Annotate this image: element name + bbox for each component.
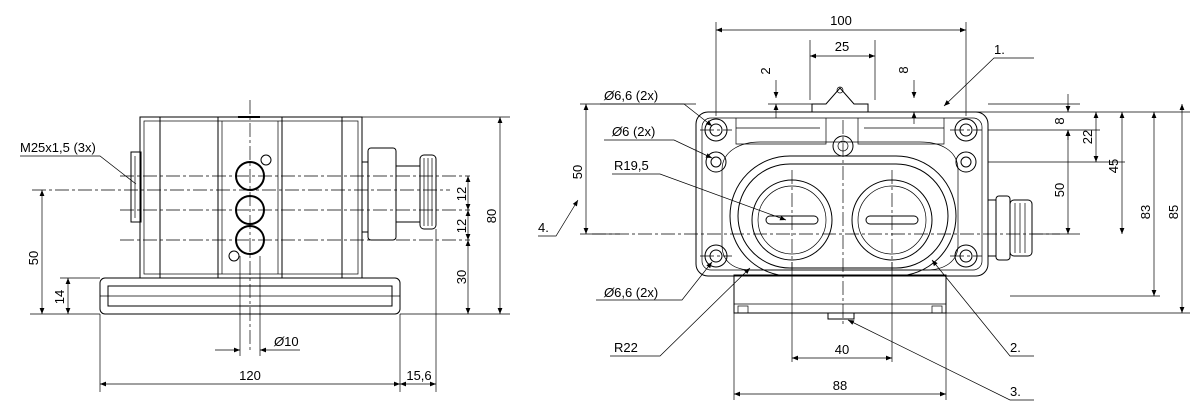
dim-80: 80 [484, 209, 499, 223]
dim-85: 85 [1166, 205, 1181, 219]
dim-14: 14 [52, 290, 67, 304]
callout-4: 4. [538, 220, 549, 235]
dim-12-lower: 12 [454, 219, 469, 233]
dim-8-top: 8 [896, 66, 911, 73]
dim-8-right: 8 [1052, 117, 1067, 124]
hole-label-6-6-top: Ø6,6 (2x) [603, 88, 658, 103]
dim-30: 30 [454, 270, 469, 284]
dim-100: 100 [830, 13, 852, 28]
dim-50-front: 50 [570, 165, 585, 179]
hole-label-6-6-bottom: Ø6,6 (2x) [603, 285, 658, 300]
dim-50-side: 50 [26, 251, 41, 265]
callout-1: 1. [994, 42, 1005, 57]
dim-12-upper: 12 [454, 187, 469, 201]
front-view: 100 25 2 8 50 8 50 22 45 83 85 40 [538, 13, 1190, 401]
dim-diameter-10: Ø10 [273, 334, 299, 349]
dim-88: 88 [833, 378, 847, 393]
dim-2: 2 [758, 67, 773, 74]
dim-15-6: 15,6 [406, 368, 431, 383]
dim-25: 25 [835, 39, 849, 54]
dim-50-right: 50 [1052, 183, 1067, 197]
callout-2: 2. [1010, 340, 1021, 355]
dim-120: 120 [239, 368, 261, 383]
dim-40: 40 [835, 342, 849, 357]
callout-3: 3. [1010, 384, 1021, 399]
dim-22: 22 [1080, 130, 1095, 144]
thread-label: M25x1,5 (3x) [20, 140, 96, 155]
hole-label-6: Ø6 (2x) [611, 124, 655, 139]
dim-83: 83 [1138, 205, 1153, 219]
dim-45: 45 [1106, 159, 1121, 173]
side-view: M25x1,5 (3x) 50 14 12 12 30 80 Ø10 120 1… [20, 100, 510, 392]
radius-label-19-5: R19,5 [614, 158, 649, 173]
radius-label-22: R22 [614, 340, 638, 355]
